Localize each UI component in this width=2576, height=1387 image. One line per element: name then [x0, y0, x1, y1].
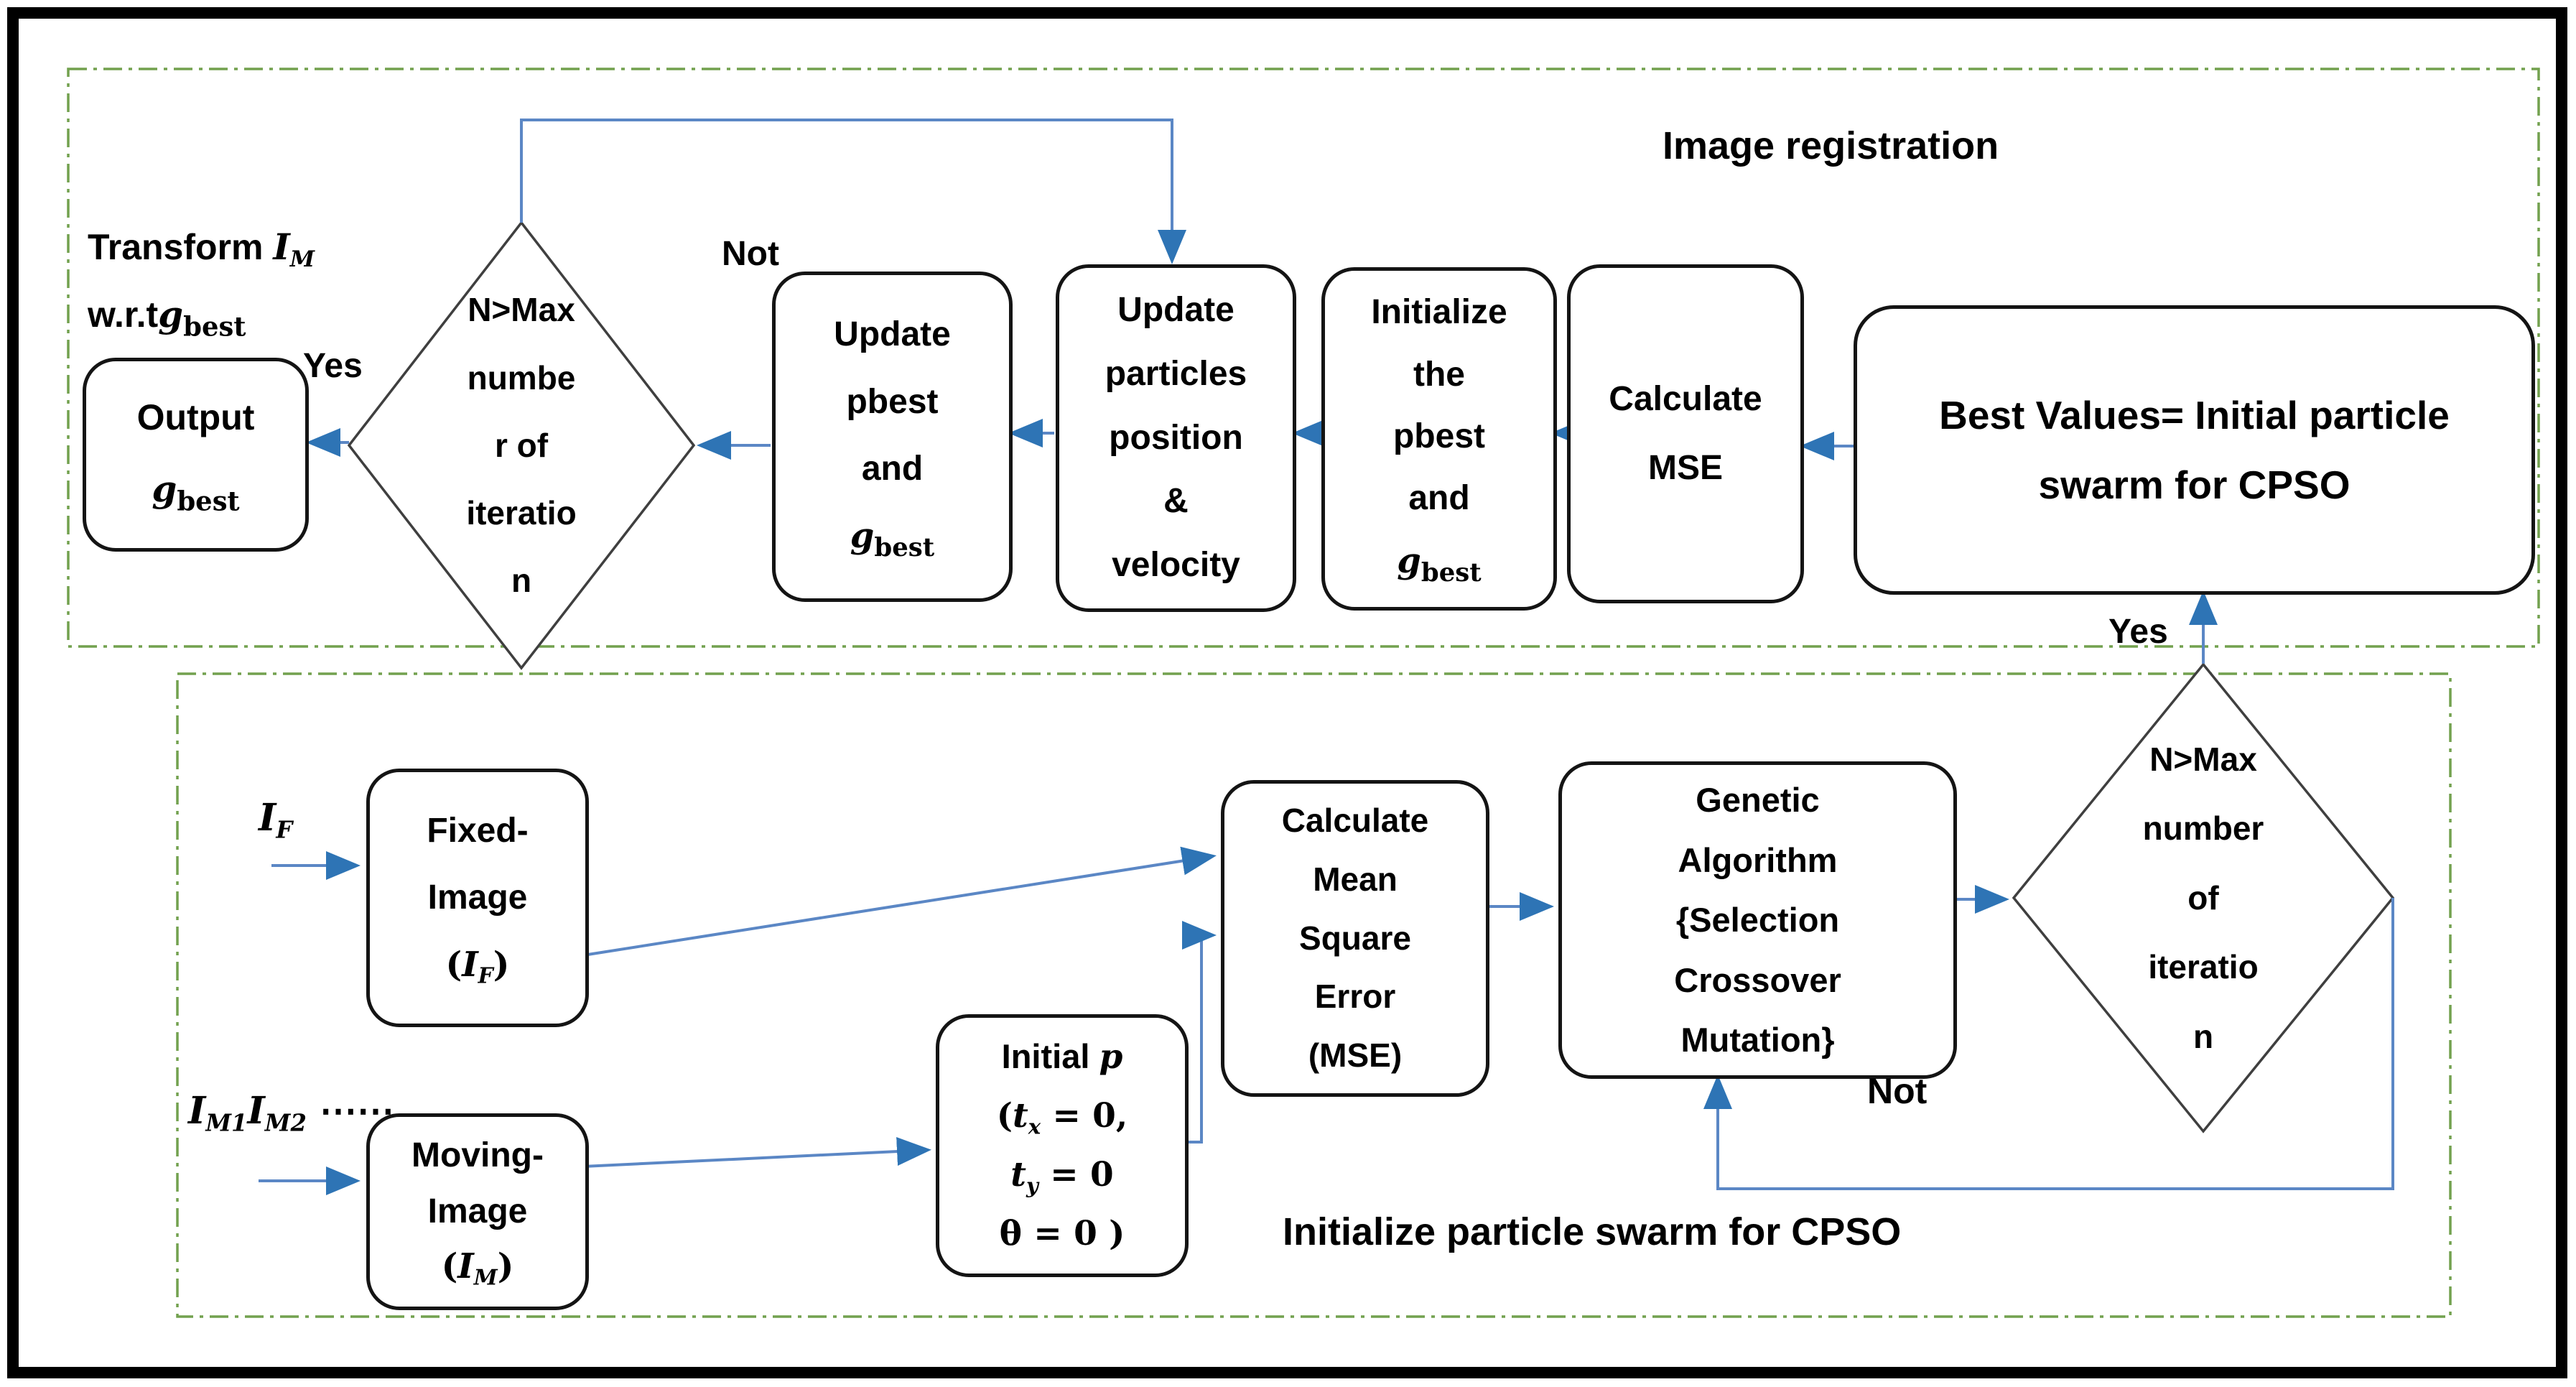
update-pbest-box: Update pbest and gbest [772, 272, 1013, 602]
region-title-cpso-init: Initialize particle swarm for CPSO [1283, 1210, 1902, 1253]
output-box-line: Output [136, 397, 255, 438]
update-particles-line: particles [1105, 354, 1247, 393]
iteration-decision-diamond-bottom [2012, 662, 2395, 1133]
cpso-init-region-border [176, 672, 2452, 1318]
iteration-decision-diamond-top [347, 221, 696, 670]
moving-image-symbol: (IM) [441, 1246, 514, 1291]
update-particles-line: & [1163, 482, 1189, 521]
not-label-top: Not [722, 235, 779, 273]
best-values-line: swarm for CPSO [2038, 462, 2351, 507]
update-pbest-line: pbest [846, 382, 939, 421]
loop-not-to-genetic [1703, 898, 2394, 1190]
fixed-image-symbol: (IF) [445, 944, 510, 989]
genetic-line: Algorithm [1678, 840, 1838, 879]
initial-p-line: θ = 0 ) [999, 1213, 1125, 1253]
decision-top-text: N>Max numbe r of iteratio n [392, 255, 651, 636]
update-particles-box: Update particles position & velocity [1056, 264, 1296, 612]
decision-bottom-line: of [2187, 878, 2219, 917]
loop-not-to-updateparticles [520, 119, 1186, 264]
initialize-line: and [1408, 479, 1470, 518]
calc-mean-line: (MSE) [1308, 1036, 1403, 1075]
decision-bottom-line: number [2142, 810, 2264, 848]
initialize-line: pbest [1392, 417, 1485, 455]
transform-label-line1: Transform IM [88, 226, 315, 272]
genetic-line: Mutation} [1680, 1021, 1835, 1059]
output-box-gbest: gbest [152, 468, 240, 517]
initialize-gbest: gbest [1397, 540, 1482, 588]
moving-image-box: Moving- Image (IM) [366, 1113, 589, 1310]
yes-label-top: Yes [303, 347, 363, 385]
fixed-image-box: Fixed- Image (IF) [366, 769, 589, 1027]
genetic-line: Crossover [1674, 960, 1841, 999]
transform-label-line2: w.r.tgbest [88, 293, 246, 343]
calculate-mse-line: MSE [1647, 449, 1723, 487]
calc-mean-line: Mean [1313, 860, 1398, 898]
fixed-image-line: Fixed- [427, 811, 529, 850]
moving-image-line: Image [427, 1192, 528, 1230]
arrow-initialp-to-calcmean [1181, 921, 1217, 1144]
initialize-line: the [1413, 355, 1465, 394]
genetic-algorithm-box: Genetic Algorithm {Selection Crossover M… [1558, 761, 1957, 1079]
initial-p-line: ty = 0 [1010, 1155, 1114, 1198]
output-box: Output gbest [83, 358, 309, 552]
fixed-image-line: Image [427, 878, 528, 917]
initialize-line: Initialize [1371, 293, 1507, 332]
update-particles-line: velocity [1112, 546, 1240, 585]
genetic-line: Genetic [1696, 780, 1820, 819]
decision-top-line: numbe [467, 358, 576, 396]
calculate-mse-box: Calculate MSE [1567, 264, 1804, 603]
best-values-line: Best Values= Initial particle [1939, 393, 2450, 438]
decision-bottom-line: n [2193, 1017, 2214, 1055]
arrow-moving-to-initialp [582, 1137, 931, 1168]
input-moving-label: IM1IM2 ⋯⋯ [188, 1089, 395, 1137]
initial-p-box: Initial p (tx = 0, ty = 0 θ = 0 ) [936, 1014, 1189, 1277]
calculate-mse-line: Calculate [1609, 380, 1762, 418]
decision-top-line: iteratio [466, 494, 577, 532]
region-title-image-registration: Image registration [1663, 124, 1999, 167]
calc-mean-line: Square [1299, 919, 1411, 957]
decision-bottom-line: iteratio [2148, 948, 2259, 986]
decision-top-line: N>Max [468, 291, 575, 329]
not-label-bottom: Not [1867, 1071, 1928, 1111]
initial-p-line: (tx = 0, [996, 1096, 1128, 1139]
calc-mean-square-error-box: Calculate Mean Square Error (MSE) [1221, 780, 1489, 1097]
yes-label-bottom: Yes [2108, 613, 2168, 651]
decision-bottom-text: N>Max number of iteratio n [2074, 700, 2333, 1095]
update-particles-line: Update [1117, 291, 1234, 329]
decision-top-line: r of [494, 426, 549, 464]
decision-bottom-line: N>Max [2149, 740, 2257, 778]
image-registration-region-border [67, 68, 2540, 648]
calc-mean-line: Calculate [1281, 801, 1429, 839]
update-pbest-gbest: gbest [850, 515, 935, 562]
best-values-box: Best Values= Initial particle swarm for … [1854, 305, 2535, 595]
decision-top-line: n [511, 562, 532, 600]
calc-mean-line: Error [1314, 978, 1396, 1016]
update-pbest-line: Update [834, 315, 951, 353]
input-fixed-label: IF [259, 796, 293, 844]
arrow-fixed-to-calcmean [582, 846, 1217, 957]
initial-p-line: Initial p [1001, 1037, 1123, 1077]
update-particles-line: position [1109, 418, 1243, 457]
moving-image-line: Moving- [411, 1136, 544, 1174]
update-pbest-line: and [861, 450, 924, 488]
genetic-line: {Selection [1675, 901, 1840, 940]
initialize-pbest-box: Initialize the pbest and gbest [1321, 267, 1557, 611]
